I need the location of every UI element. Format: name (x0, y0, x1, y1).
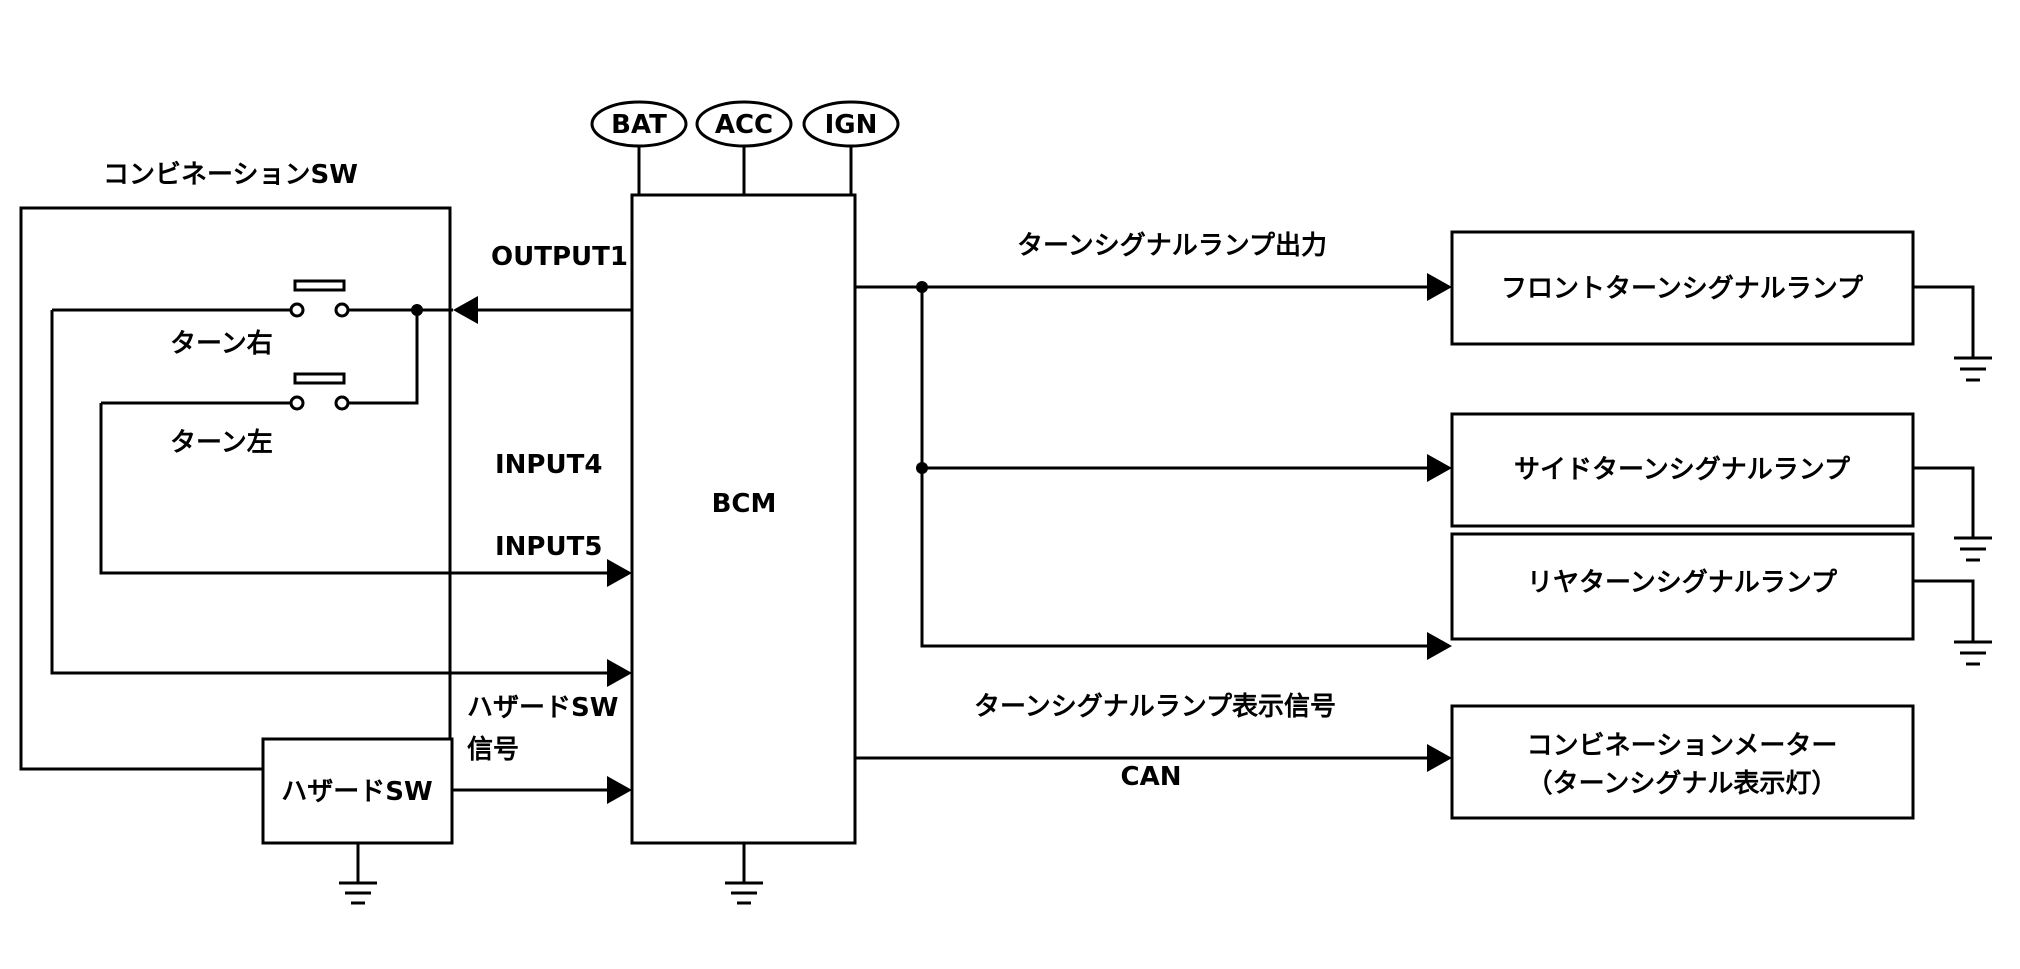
ground-icon (725, 881, 763, 905)
meter-label-line2: （ターンシグナル表示灯） (1527, 769, 1838, 799)
power-source-bat: BAT (590, 100, 688, 195)
bat-label: BAT (611, 110, 667, 140)
front-lamp-ground-wire (1913, 285, 1975, 358)
front-turn-signal-lamp: フロントターンシグナルランプ (1450, 230, 1992, 382)
side-lamp-box (1450, 412, 1915, 528)
turn-right-label: ターン右 (170, 329, 273, 359)
output1-label: OUTPUT1 (491, 242, 628, 272)
side-lamp-label: サイドターンシグナルランプ (1514, 455, 1851, 485)
ign-label: IGN (825, 110, 878, 140)
hazard-signal-label-1: ハザードSW (467, 693, 618, 723)
turn-left-common-wire (348, 310, 419, 405)
front-lamp-label: フロントターンシグナルランプ (1501, 274, 1864, 304)
turn-left-contact-a (289, 395, 305, 411)
side-lamp-ground-wire (1913, 466, 1975, 538)
junction-dot (916, 281, 928, 293)
hazard-switch-box (261, 737, 454, 845)
rear-lamp-arrow (1427, 632, 1452, 660)
rear-lamp-ground-wire (1913, 579, 1975, 642)
junction-dot (916, 462, 928, 474)
ground-icon (1954, 356, 1992, 382)
input4-wire (99, 403, 612, 575)
hazard-switch: ハザードSW ハザードSW 信号 (261, 693, 632, 905)
hazard-signal-arrow (607, 776, 632, 804)
turn-right-switch-bar (293, 279, 346, 292)
acc-label: ACC (715, 110, 773, 140)
input4-arrow (607, 559, 632, 587)
front-lamp-box (1450, 230, 1915, 346)
combination-switch-box (19, 206, 452, 771)
input5-wire (50, 310, 612, 675)
meter-label-line1: コンビネーションメーター (1527, 731, 1838, 761)
turn-left-switch-bar (293, 372, 346, 385)
can-label: CAN (1121, 762, 1182, 792)
turn-display-signal-label: ターンシグナルランプ表示信号 (974, 692, 1336, 722)
input5-label: INPUT5 (495, 532, 602, 562)
side-lamp-arrow (1427, 454, 1452, 482)
power-source-acc: ACC (695, 100, 793, 195)
meter-box (1450, 704, 1915, 820)
turn-lamp-output-bus: ターンシグナルランプ出力 (855, 231, 1452, 660)
ground-icon (1954, 536, 1992, 562)
input4-label: INPUT4 (495, 450, 602, 480)
can-arrow (1427, 744, 1452, 772)
ground-icon (1954, 640, 1992, 666)
output1-arrow (453, 296, 478, 324)
ground-icon (339, 881, 377, 905)
side-turn-signal-lamp: サイドターンシグナルランプ (1450, 412, 1992, 562)
rear-lamp-label: リヤターンシグナルランプ (1527, 568, 1838, 598)
bcm-block: BCM (630, 193, 857, 905)
hazard-signal-label-2: 信号 (467, 735, 519, 765)
input5-arrow (607, 659, 632, 687)
combination-switch-title: コンビネーションSW (103, 160, 358, 190)
turn-lamp-output-label: ターンシグナルランプ出力 (1017, 231, 1327, 261)
front-lamp-arrow (1427, 273, 1452, 301)
combination-meter: ターンシグナルランプ表示信号 CAN コンビネーションメーター （ターンシグナル… (855, 692, 1915, 820)
turn-left-contact-b (334, 395, 350, 411)
bus-vertical-wire (920, 287, 1432, 648)
rear-turn-signal-lamp: リヤターンシグナルランプ (1450, 532, 1992, 666)
combination-switch: コンビネーションSW ターン右 ターン左 (19, 160, 632, 771)
hazard-switch-label: ハザードSW (281, 777, 432, 807)
bcm-box (630, 193, 857, 845)
turn-left-label: ターン左 (170, 428, 273, 458)
turn-right-contact-b (334, 302, 350, 318)
bcm-label: BCM (712, 489, 777, 519)
turn-right-contact-a (289, 302, 305, 318)
rear-lamp-box (1450, 532, 1915, 641)
power-source-ign: IGN (802, 100, 900, 195)
